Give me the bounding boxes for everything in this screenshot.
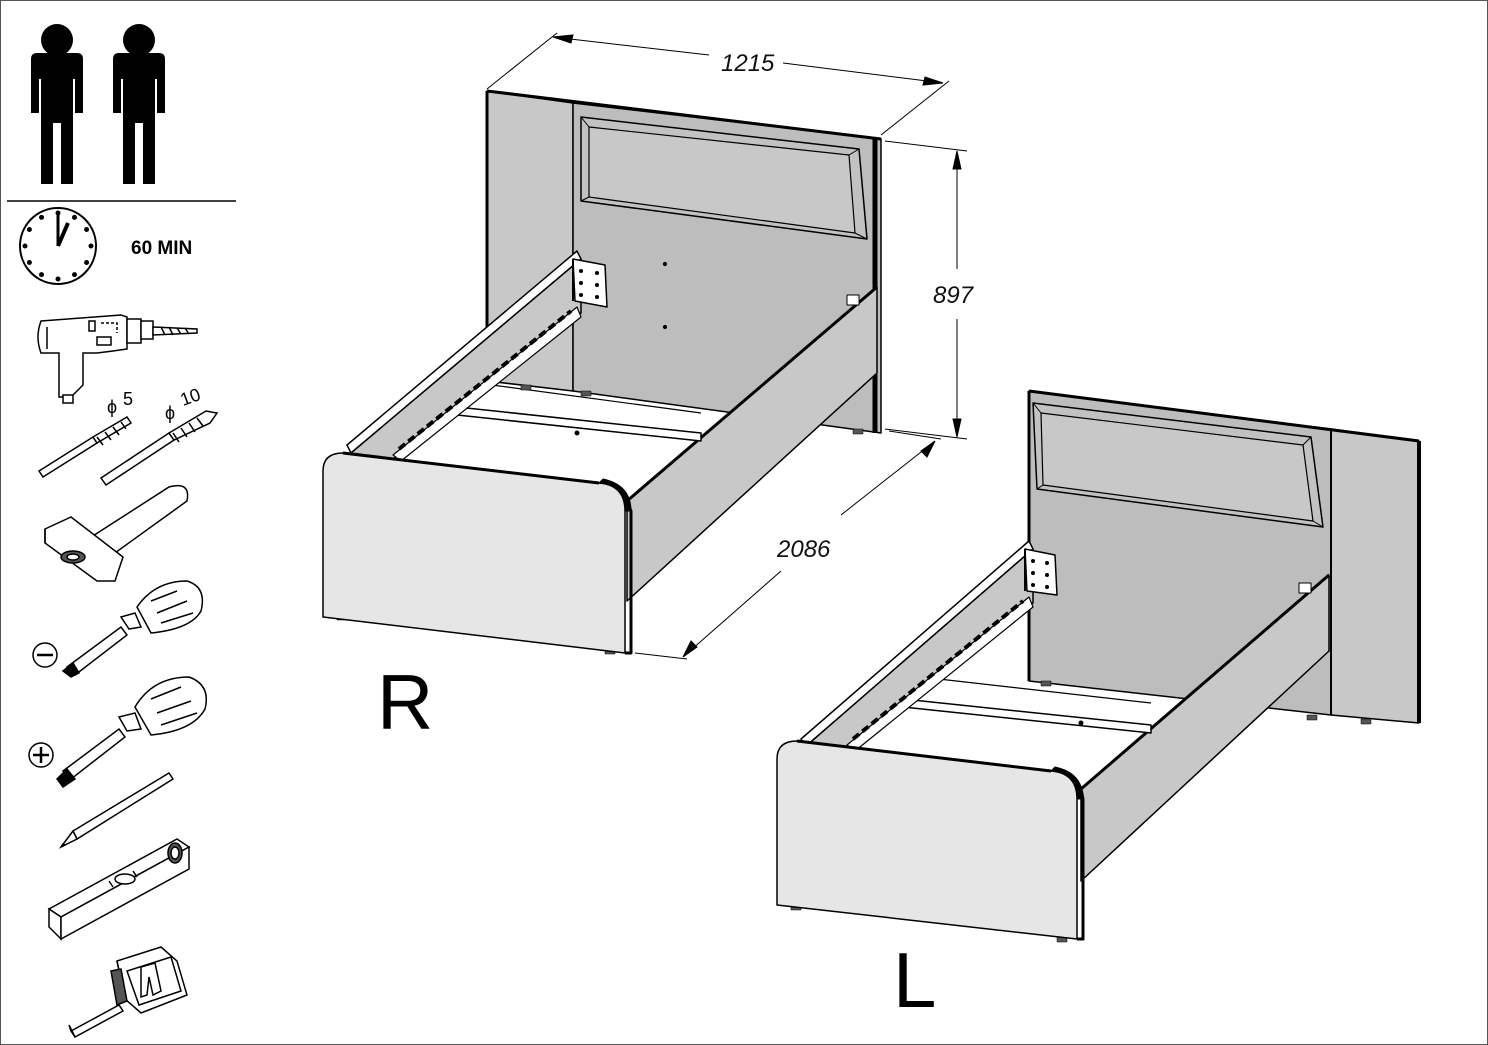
variant-label-right: R [377,658,433,746]
pencil-icon [58,771,175,849]
assembly-time: 60 MIN [131,238,192,259]
variant-label-left: L [893,936,936,1024]
drill-icon [37,314,198,404]
dimension-length: 2086 [776,536,831,563]
persons-icon [31,24,165,184]
bed-left-variant [776,389,1421,943]
bit-diameter-size: 5 [123,389,133,409]
dimension-width: 1215 [721,50,775,77]
dimension-height: 897 [933,282,975,309]
phillips-screwdriver-icon [28,676,207,789]
clock-icon [19,207,97,285]
tape-measure-icon [68,946,188,1038]
person-icon [113,24,165,184]
person-icon [31,24,83,184]
drill-bit-icon: ϕ 5 ϕ 10 [37,384,219,487]
bed-right-variant [322,89,882,655]
flat-screwdriver-icon [32,580,204,678]
bit-diameter-symbol: ϕ [107,397,117,417]
hammer-icon [44,484,189,582]
bit-diameter-symbol: ϕ [165,403,175,423]
dimension-lines [486,32,968,660]
spirit-level-icon [47,838,191,941]
bit-diameter-size: 10 [177,384,203,410]
